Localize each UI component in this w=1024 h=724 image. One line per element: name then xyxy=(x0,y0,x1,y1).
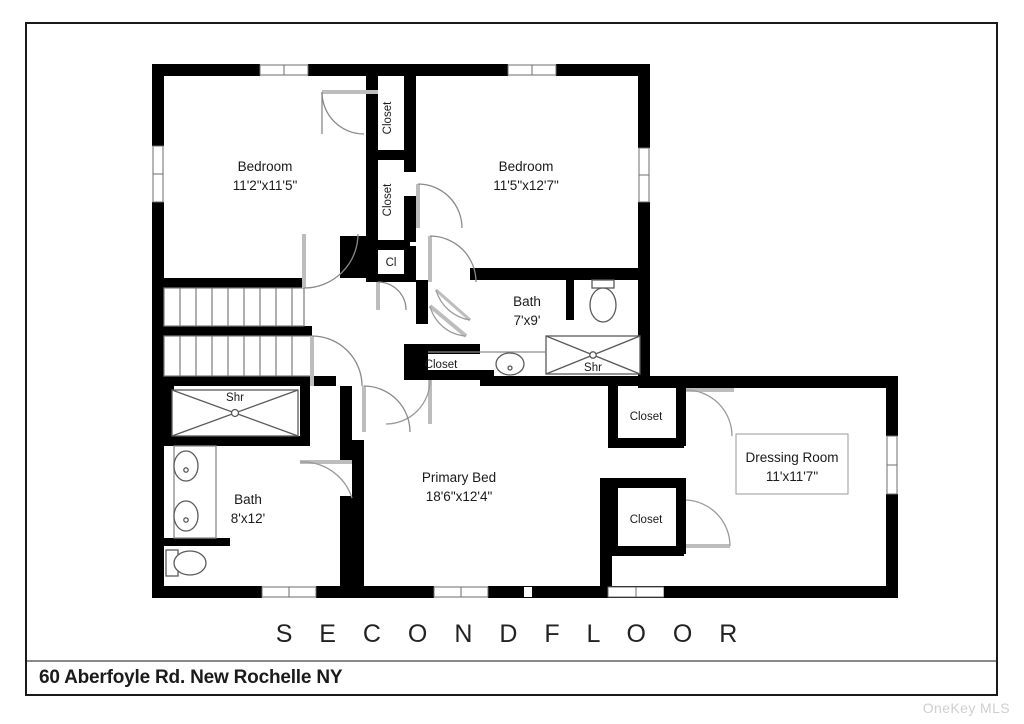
closet-label-small: Cl xyxy=(386,257,397,269)
property-address: 60 Aberfoyle Rd. New Rochelle NY xyxy=(39,667,343,688)
room-label-bath-lower-dims: 8'x12' xyxy=(231,511,265,526)
staircase xyxy=(163,287,313,377)
toilet-left-bath xyxy=(165,549,207,577)
room-label-bath-upper-dims: 7'x9' xyxy=(514,313,541,328)
floor-title: S E C O N D F L O O R xyxy=(275,619,748,648)
sink-upper xyxy=(428,351,546,376)
plumbing-fixtures xyxy=(165,279,641,577)
door-swings xyxy=(299,90,734,548)
room-label-bedroom-right-dims: 11'5"x12'7" xyxy=(493,178,559,193)
room-label-primary-bed-dims: 18'6"x12'4" xyxy=(426,489,493,504)
bottom-wall-extra xyxy=(664,586,898,598)
closet-label-dressing-a: Closet xyxy=(630,411,663,423)
closet-label-hall: Closet xyxy=(425,359,458,371)
closet-labels: Closet Closet Cl Closet Closet Closet xyxy=(382,101,663,526)
vanity-left-bath xyxy=(173,445,217,539)
shower-label-lower: Shr xyxy=(226,392,244,404)
shower-label-upper: Shr xyxy=(584,362,602,374)
room-label-dressing-room-dims: 11'x11'7" xyxy=(766,469,818,484)
closet-label-dressing-b: Closet xyxy=(630,514,663,526)
room-label-bedroom-left-name: Bedroom xyxy=(238,159,293,174)
room-label-primary-bed-name: Primary Bed xyxy=(422,470,496,485)
footer-divider xyxy=(27,660,996,662)
closet-label-top: Closet xyxy=(382,101,394,134)
room-label-bedroom-left-dims: 11'2"x11'5" xyxy=(233,178,298,193)
room-label-dressing-room-name: Dressing Room xyxy=(745,450,838,465)
fixture-labels: Shr Shr xyxy=(226,362,602,404)
room-label-bath-upper-name: Bath xyxy=(513,294,541,309)
room-label-bedroom-right-name: Bedroom xyxy=(499,159,554,174)
room-label-bath-lower-name: Bath xyxy=(234,492,262,507)
windows xyxy=(152,64,898,598)
room-labels: Bedroom 11'2"x11'5" Bedroom 11'5"x12'7" … xyxy=(231,159,849,526)
closet-label-middle: Closet xyxy=(382,183,394,216)
onekey-mls-watermark: OneKey MLS xyxy=(922,700,1010,716)
dressing-room-label-box xyxy=(735,433,849,495)
toilet-upper xyxy=(589,279,617,323)
